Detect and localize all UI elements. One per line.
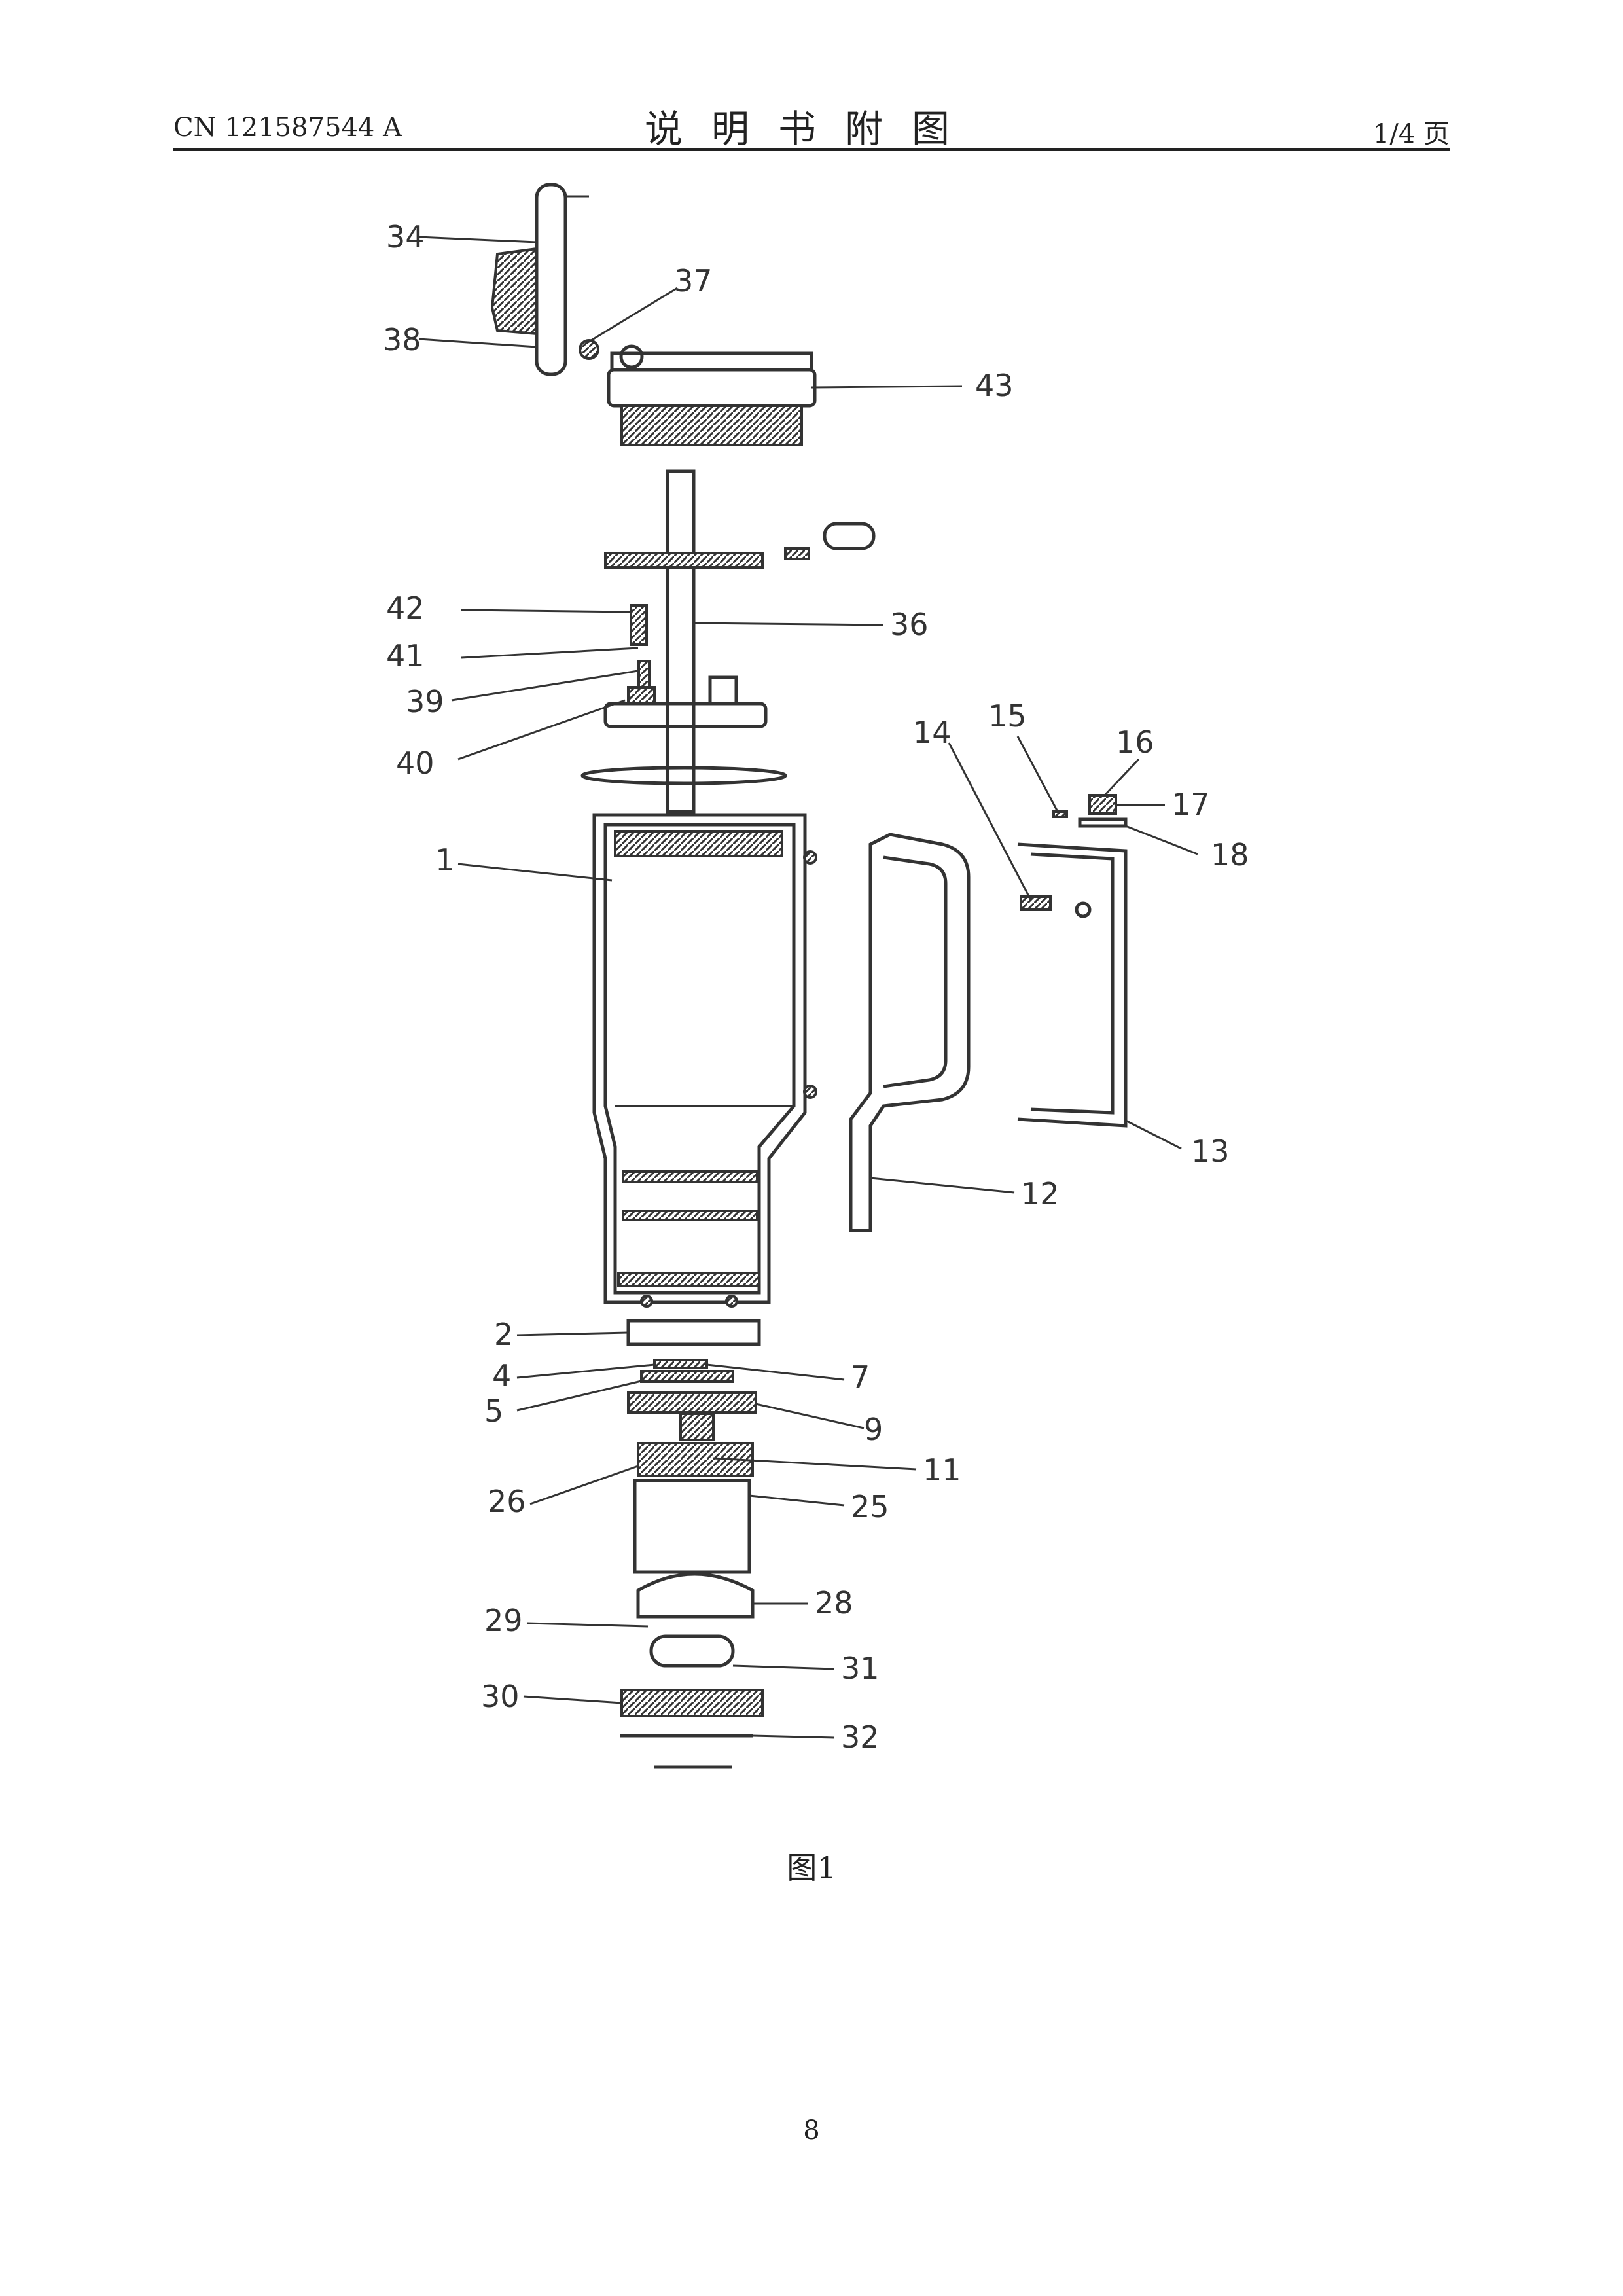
- handle-cover-part-13: [1018, 844, 1126, 1126]
- switch-parts-15-18: [1054, 795, 1126, 826]
- gasket: [582, 768, 785, 783]
- reference-numeral: 28: [815, 1585, 853, 1621]
- page-number: 8: [0, 2115, 1623, 2145]
- base-part-30: [622, 1690, 762, 1716]
- figure-caption: 图1: [0, 1844, 1623, 1888]
- cup-body-part-1: [594, 815, 816, 1306]
- motor-part-25: [635, 1480, 749, 1572]
- ring-part-31: [651, 1636, 733, 1666]
- reference-numeral: 42: [386, 590, 425, 626]
- reference-numeral: 12: [1021, 1176, 1060, 1211]
- reference-numeral: 31: [841, 1651, 880, 1686]
- reference-numeral: 39: [406, 684, 444, 719]
- reference-numeral: 26: [488, 1484, 526, 1519]
- seat-part-40: [605, 677, 766, 726]
- reference-numeral: 11: [923, 1452, 961, 1488]
- screw-part-37: [580, 340, 598, 359]
- reference-numerals: 34 37 38 43 42 36 41 39 40 14 15 16 1718 1 13 12 2 4 7 5 9 11…: [383, 219, 1249, 1755]
- reference-numeral: 43: [975, 368, 1014, 403]
- reference-numeral: 41: [386, 638, 425, 673]
- leader-lines: [419, 237, 1198, 1738]
- reference-numeral: 16: [1116, 725, 1154, 760]
- reference-numeral: 13: [1191, 1134, 1230, 1169]
- reference-numeral: 32: [841, 1719, 880, 1755]
- reference-numeral: 5: [484, 1393, 503, 1429]
- reference-numeral: 29: [484, 1603, 523, 1638]
- reference-numeral: 34: [386, 219, 425, 255]
- reference-numeral: 15: [988, 698, 1027, 734]
- reference-numeral: 37: [674, 263, 713, 298]
- reference-numeral: 38: [383, 322, 421, 357]
- reference-numeral: 7: [851, 1359, 870, 1395]
- valve-parts-39-42: [631, 605, 649, 687]
- blade-assembly: [605, 524, 874, 567]
- reference-numeral: 25: [851, 1489, 889, 1524]
- coupler-part-5: [641, 1371, 733, 1382]
- reference-numeral: 14: [913, 715, 952, 750]
- shaft-part-11: [681, 1414, 713, 1440]
- handle-part-34: [492, 185, 589, 374]
- reference-numeral: 9: [864, 1412, 883, 1447]
- bracket-part-28: [638, 1574, 753, 1617]
- lid-part-43: [609, 346, 815, 445]
- reference-numeral: 30: [481, 1679, 520, 1714]
- reference-numeral: 2: [494, 1317, 513, 1352]
- washer-part-4: [654, 1360, 707, 1368]
- reference-numeral: 40: [396, 745, 435, 781]
- shaft-part-36: [668, 471, 694, 812]
- plate-part-2: [628, 1321, 759, 1344]
- base-stack: [620, 1321, 762, 1767]
- reference-numeral: 1: [435, 842, 454, 878]
- seal-part-9: [628, 1393, 756, 1412]
- grip-part-12: [851, 834, 969, 1230]
- reference-numeral: 18: [1211, 837, 1249, 872]
- reference-numeral: 4: [492, 1358, 511, 1393]
- reference-numeral: 17: [1171, 787, 1210, 822]
- reference-numeral: 36: [890, 607, 929, 642]
